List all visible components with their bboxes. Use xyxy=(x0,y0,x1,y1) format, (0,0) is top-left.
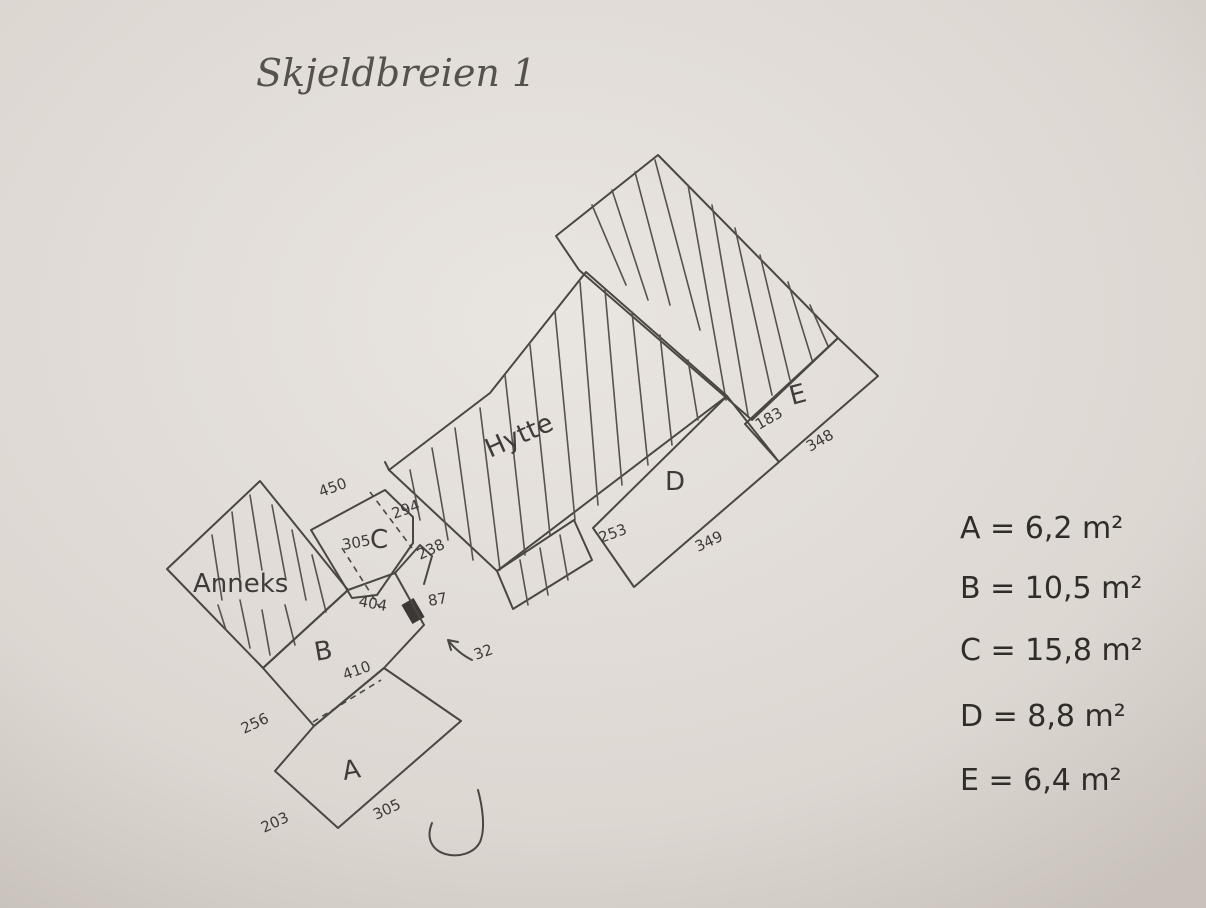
room-e: E xyxy=(744,337,879,463)
room-c: C xyxy=(310,461,414,609)
area-a: A = 6,2 m² xyxy=(960,511,1123,546)
room-label-c: C xyxy=(370,525,388,555)
area-d: D = 8,8 m² xyxy=(960,699,1126,734)
area-c: C = 15,8 m² xyxy=(960,633,1143,668)
area-list: A = 6,2 m² B = 10,5 m² C = 15,8 m² D = 8… xyxy=(960,511,1143,798)
dim-32: 32 xyxy=(471,640,495,663)
room-label-b: B xyxy=(312,635,335,668)
sketch-title: Skjeldbreien 1 xyxy=(256,51,536,95)
area-e: E = 6,4 m² xyxy=(960,763,1122,798)
top-right-block xyxy=(555,154,839,421)
hytte-lower-strip xyxy=(496,519,593,610)
room-label-d: D xyxy=(665,467,685,497)
dim-305-c: 305 xyxy=(341,531,372,554)
dim-87: 87 xyxy=(427,589,449,610)
room-label-e: E xyxy=(786,379,810,412)
room-label-anneks: Anneks xyxy=(193,569,288,599)
dim-404: 404 xyxy=(357,592,388,615)
area-b: B = 10,5 m² xyxy=(960,571,1142,606)
room-label-a: A xyxy=(340,754,363,787)
room-a: A xyxy=(274,667,485,857)
